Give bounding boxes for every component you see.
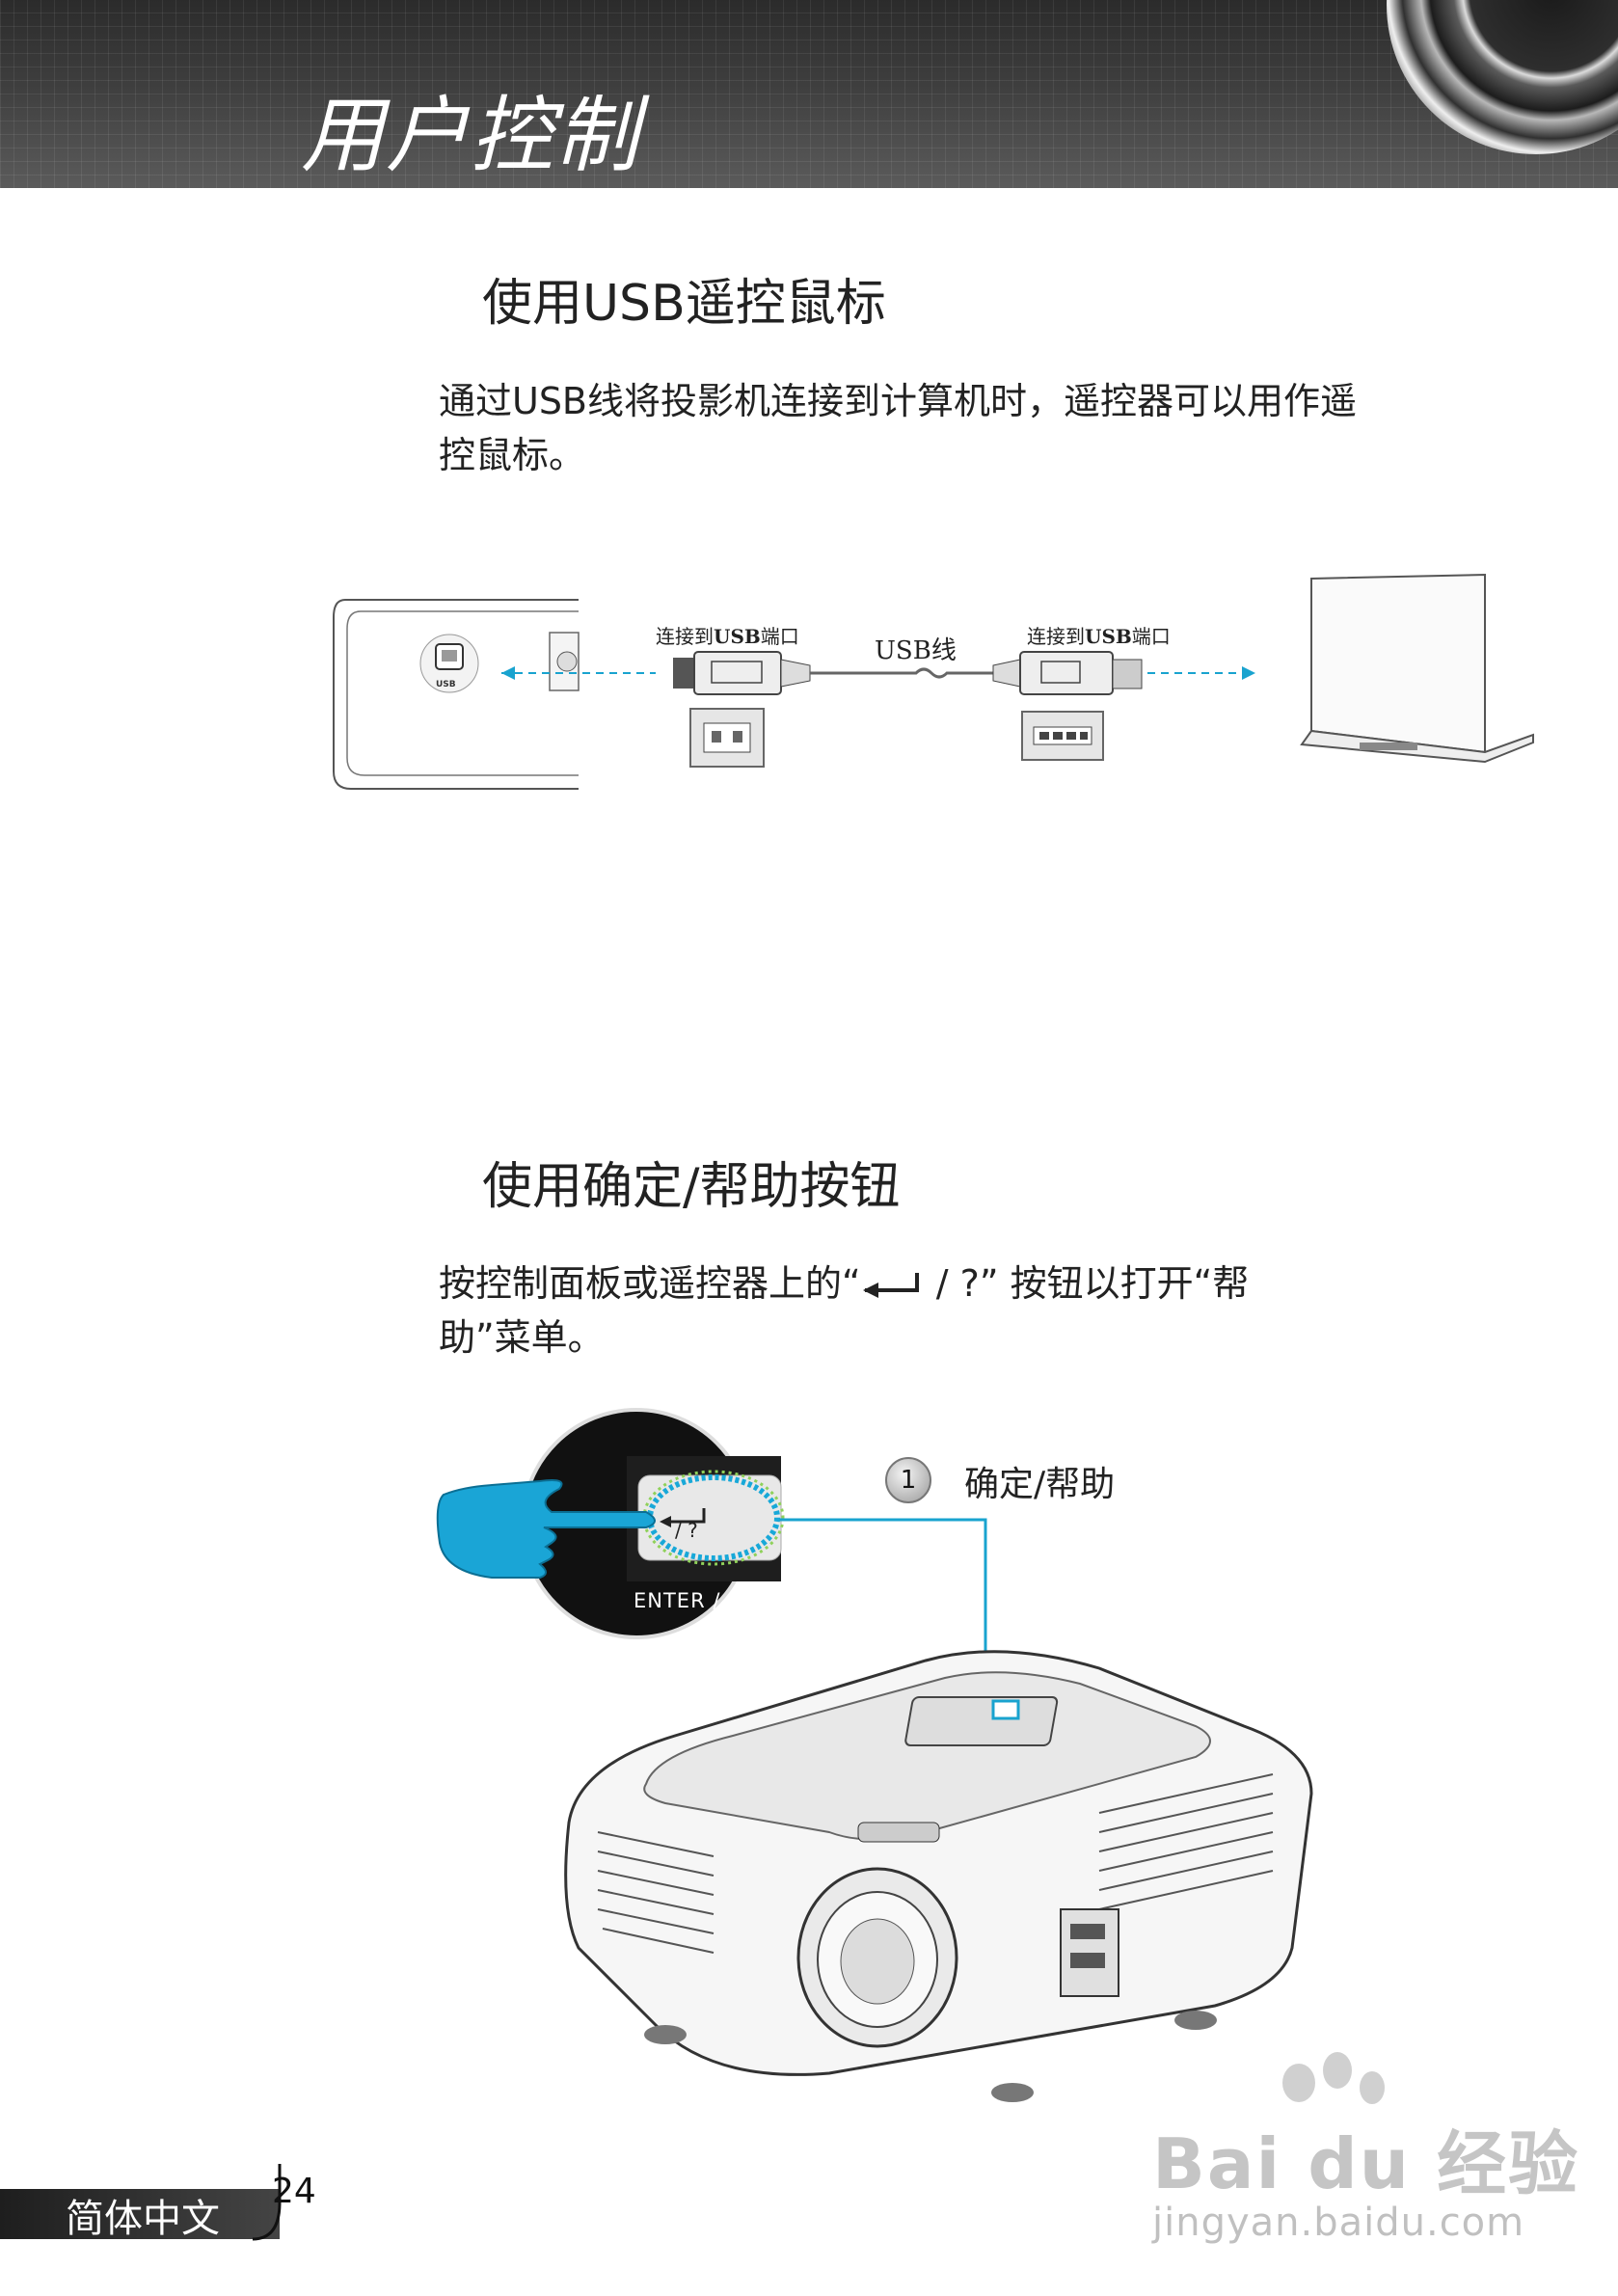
usb-b-pin bbox=[733, 731, 742, 743]
projector-lens-inner bbox=[840, 1918, 915, 2005]
body-line: 通过USB线将投影机连接到计算机时，遥控器可以用作遥 bbox=[439, 380, 1358, 422]
usb-b-plug-mark bbox=[711, 661, 763, 684]
pointing-hand-icon bbox=[436, 1479, 656, 1579]
body-line: 助”菜单。 bbox=[439, 1316, 605, 1359]
section-body-enter-help: 按控制面板或遥控器上的“ / ?” 按钮以打开“帮 助”菜单。 bbox=[439, 1256, 1509, 1364]
projector-right-vents bbox=[1098, 1773, 1274, 1910]
body-line: 按控制面板或遥控器上的“ / ?” 按钮以打开“帮 bbox=[439, 1262, 1250, 1305]
usb-a-pin bbox=[1080, 732, 1088, 740]
laptop-screen bbox=[1310, 573, 1486, 754]
footer-language-tab bbox=[0, 2189, 280, 2239]
usb-b-pin bbox=[712, 731, 721, 743]
magnified-button-symbol: / ? bbox=[675, 1519, 698, 1542]
projector-foot bbox=[644, 2025, 687, 2044]
usb-a-plug-mark bbox=[1040, 661, 1081, 684]
usb-a-plug-tip bbox=[1112, 659, 1143, 689]
usb-b-face-inner bbox=[703, 722, 751, 753]
usb-b-plug-neck bbox=[780, 659, 811, 688]
enter-help-diagram bbox=[436, 1408, 1313, 2102]
usb-a-pin bbox=[1066, 732, 1076, 740]
watermark-url: jingyan.baidu.com bbox=[1152, 2201, 1525, 2245]
projector-side-inner bbox=[346, 610, 579, 776]
projector-hdmi-port bbox=[1070, 1953, 1105, 1968]
projector-foot bbox=[991, 2083, 1034, 2102]
usb-a-pin bbox=[1053, 732, 1063, 740]
footer-language: 简体中文 bbox=[66, 2197, 220, 2241]
usb-port-label: USB bbox=[436, 680, 456, 689]
usb-right-caption: 连接到USB端口 bbox=[1027, 625, 1171, 648]
footer-tab-curve bbox=[253, 2164, 282, 2241]
watermark-paw-icon bbox=[1323, 2052, 1352, 2089]
callout-number-badge: 1 bbox=[885, 1457, 931, 1503]
callout-label: 确定/帮助 bbox=[964, 1465, 1116, 1504]
projector-hdmi-port bbox=[1070, 1924, 1105, 1939]
projector-zoom-ring bbox=[857, 1822, 940, 1843]
body-line: 控鼠标。 bbox=[439, 434, 586, 476]
usb-b-plug-body bbox=[693, 651, 782, 695]
usb-cable-label: USB线 bbox=[875, 636, 957, 665]
usb-a-pin bbox=[1039, 732, 1049, 740]
projector-keypad bbox=[904, 1696, 1059, 1746]
arrow-left-icon bbox=[501, 666, 515, 680]
projector-top-panel bbox=[643, 1671, 1211, 1841]
usb-cable bbox=[810, 667, 993, 679]
projector-enter-key bbox=[991, 1699, 1020, 1720]
header-grid-pattern bbox=[0, 0, 1618, 188]
usb-a-plug-body bbox=[1019, 651, 1114, 695]
watermark-paw-icon bbox=[1360, 2071, 1385, 2104]
enter-arrow-icon bbox=[862, 1273, 919, 1298]
watermark-brand: Bai du 经验 bbox=[1152, 2123, 1580, 2204]
usb-b-port-inner bbox=[442, 650, 457, 662]
usb-left-caption: 连接到USB端口 bbox=[656, 625, 799, 648]
projector-left-vents bbox=[597, 1831, 715, 1954]
chapter-header-band bbox=[0, 0, 1618, 188]
usb-a-plug-neck bbox=[992, 659, 1021, 688]
watermark-paw-icon bbox=[1282, 2064, 1315, 2102]
section-heading-enter-help: 使用确定/帮助按钮 bbox=[482, 1158, 901, 1216]
button-arrow-head-icon bbox=[660, 1516, 671, 1527]
section-heading-usb-mouse: 使用USB遥控鼠标 bbox=[482, 275, 886, 333]
usb-connection-diagram bbox=[333, 573, 1534, 790]
projector-foot bbox=[1174, 2011, 1217, 2030]
arrow-right-icon bbox=[1242, 666, 1255, 680]
projector-side-outline bbox=[333, 599, 579, 790]
section-body-usb-mouse: 通过USB线将投影机连接到计算机时，遥控器可以用作遥 控鼠标。 bbox=[439, 374, 1509, 482]
button-enter-arrow-icon bbox=[663, 1508, 706, 1524]
magnified-button-caption: ENTER / HELP bbox=[634, 1589, 784, 1612]
page-number: 24 bbox=[272, 2172, 316, 2211]
callout-connector-line bbox=[779, 1518, 987, 1697]
projector-knob bbox=[556, 651, 578, 672]
chapter-title: 用户控制 bbox=[301, 88, 640, 184]
usb-b-plug-tip bbox=[673, 658, 694, 689]
laptop-ports bbox=[1360, 743, 1417, 750]
